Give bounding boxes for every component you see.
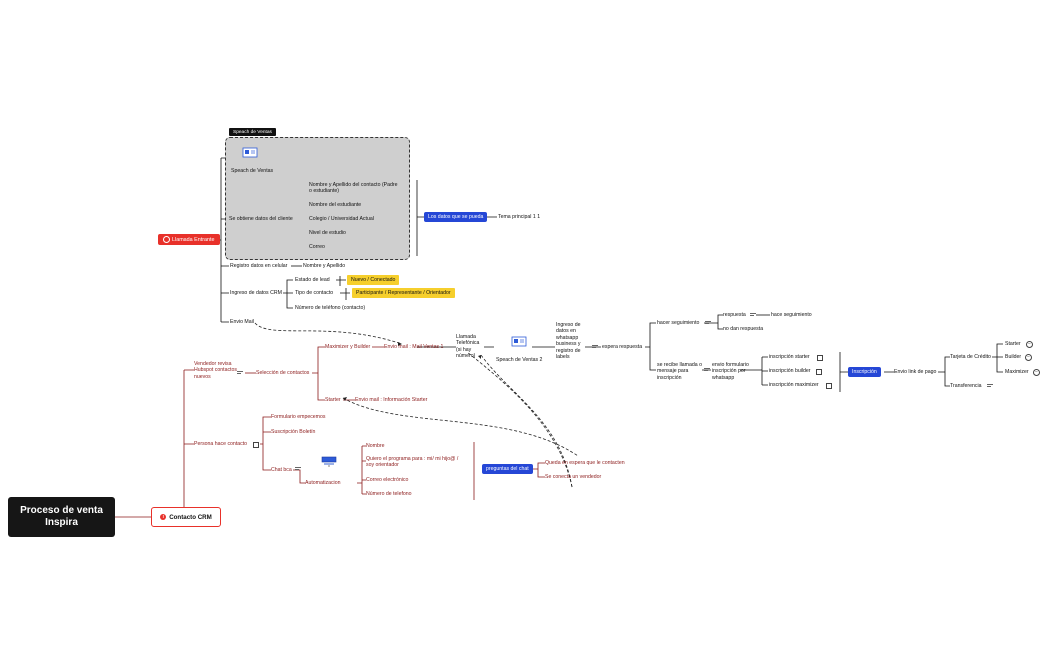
inscripcion-builder-node[interactable]: inscripción builder <box>769 368 811 374</box>
external-link-icon[interactable] <box>253 442 259 448</box>
dato-nombre-contacto[interactable]: Nombre y Apellido del contacto (Padre o … <box>309 182 398 195</box>
external-link-icon[interactable] <box>816 369 822 375</box>
maximizer-builder-node[interactable]: Maximizer y Builder <box>325 344 371 350</box>
inscripcion-starter-node[interactable]: inscripción starter <box>769 354 810 360</box>
estado-lead-node[interactable]: Estado de lead <box>295 277 330 283</box>
dato-colegio[interactable]: Colegio / Universidad Actual <box>309 216 374 222</box>
vendedor-node[interactable]: Vendedor revisa Hubspot contactos nuevos <box>194 361 237 380</box>
collapse-icon[interactable]: − <box>1025 354 1032 361</box>
note-icon <box>237 371 244 376</box>
hace-seguimiento-node[interactable]: hace seguimiento <box>771 312 812 318</box>
formulario-node[interactable]: Formulario empecemos <box>271 414 326 420</box>
collapse-icon[interactable]: − <box>1033 369 1040 376</box>
estado-lead-pill[interactable]: Nuevo / Conectado <box>347 275 400 285</box>
contacto-crm-node[interactable]: ! Contacto CRM <box>151 507 221 527</box>
llamada-telefonica-node[interactable]: Llamada Telefónica (si hay número) <box>456 334 480 360</box>
campo-programa[interactable]: Quiero el programa para : mi/ mi hijo@ /… <box>366 456 459 469</box>
tarjeta-credito-node[interactable]: Tarjeta de Crédito <box>950 354 991 360</box>
note-icon <box>705 321 712 326</box>
plan-builder-node[interactable]: Builder <box>1005 354 1022 360</box>
respuesta-node[interactable]: respuesta <box>723 312 746 318</box>
obtiene-datos-node[interactable]: Se obtiene datos del cliente <box>229 216 293 222</box>
seleccion-node[interactable]: Selección de contactos <box>256 370 310 376</box>
speach-ventas-2-node[interactable]: Speach de Ventas 2 <box>496 357 543 363</box>
dato-correo[interactable]: Correo <box>309 244 325 250</box>
note-icon <box>295 467 302 472</box>
presentation-icon <box>511 336 527 347</box>
persona-contacto-node[interactable]: Persona hace contacto <box>194 441 248 447</box>
envio-mail-starter-node[interactable]: Envio mail : Información Starter <box>355 397 428 403</box>
note-icon <box>987 384 994 389</box>
tipo-contacto-node[interactable]: Tipo de contacto <box>295 290 334 296</box>
dato-nivel[interactable]: Nivel de estudio <box>309 230 346 236</box>
envio-mail-node[interactable]: Envio Mail <box>230 319 254 325</box>
automation-icon <box>321 456 337 467</box>
transferencia-node[interactable]: Transferencia <box>950 383 982 389</box>
collapse-icon[interactable]: − <box>1026 341 1033 348</box>
tema-principal-node[interactable]: Tema principal 1 1 <box>498 214 541 220</box>
automatizacion-node[interactable]: Automatizacion <box>305 480 341 486</box>
registro-celular-node[interactable]: Registro datos en celular <box>230 263 288 269</box>
preguntas-chat-pill[interactable]: preguntas del chat <box>482 464 533 474</box>
root-title: Proceso de venta Inspira <box>20 505 103 528</box>
chat-bca-node[interactable]: Chat bca <box>271 467 292 473</box>
llamada-entrante-pill[interactable]: Llamada Entrante <box>158 234 220 245</box>
note-icon <box>592 345 599 350</box>
conecta-vendedor-node[interactable]: Se conecta un vendedor <box>545 474 602 480</box>
campo-nombre[interactable]: Nombre <box>366 443 385 449</box>
boletin-node[interactable]: Suscripción Boletín <box>271 429 316 435</box>
envio-link-pago-node[interactable]: Envio link de pago <box>894 369 937 375</box>
espera-respuesta-node[interactable]: espera respuesta <box>602 344 643 350</box>
llamada-entrante-label: Llamada Entrante <box>172 236 215 243</box>
speach-ventas-node[interactable]: Speach de Ventas <box>231 168 274 174</box>
phone-icon <box>163 236 170 243</box>
presentation-icon <box>242 147 258 158</box>
dato-nombre-estudiante[interactable]: Nombre del estudiante <box>309 202 362 208</box>
ingreso-whatsapp-node[interactable]: Ingreso de datos en whatsapp business y … <box>556 322 581 361</box>
note-icon <box>704 368 711 373</box>
plan-starter-node[interactable]: Starter <box>1005 341 1021 347</box>
datos-que-se-pueda-pill[interactable]: Los datos que se pueda <box>424 212 488 222</box>
se-recibe-node[interactable]: se recibe llamada o mensaje para inscrip… <box>657 362 702 381</box>
starter-node[interactable]: Starter <box>325 397 341 403</box>
external-link-icon[interactable] <box>826 383 832 389</box>
inscripcion-maximizer-node[interactable]: inscripción maximizer <box>769 382 819 388</box>
campo-telefono[interactable]: Número de telefono <box>366 491 412 497</box>
hacer-seguimiento-node[interactable]: hacer seguimiento <box>657 320 700 326</box>
contacto-crm-label: Contacto CRM <box>169 513 212 521</box>
root-node[interactable]: Proceso de venta Inspira <box>8 497 115 537</box>
inscripcion-pill[interactable]: Inscripción <box>848 367 881 377</box>
alert-icon: ! <box>160 514 167 520</box>
note-icon <box>750 313 757 318</box>
ingreso-crm-node[interactable]: Ingreso de datos CRM <box>230 290 282 296</box>
nombre-apellido-node[interactable]: Nombre y Apellido <box>303 263 346 269</box>
envio-formulario-node[interactable]: envio formulario inscripción por whatsap… <box>712 362 749 381</box>
telefono-contacto-node[interactable]: Número de teléfono (contacto) <box>295 305 366 311</box>
plan-maximizer-node[interactable]: Maximizer <box>1005 369 1029 375</box>
campo-correo[interactable]: Correo electrónico <box>366 477 409 483</box>
no-dan-respuesta-node[interactable]: no dan respuesta <box>723 326 764 332</box>
speach-group-tag: Speach de Ventas <box>229 128 276 136</box>
external-link-icon[interactable] <box>817 355 823 361</box>
espera-contacto-node[interactable]: Queda en espera que le contacten <box>545 460 625 466</box>
envio-mail-ventas-node[interactable]: Envio mail : Mail Ventas 1 <box>384 344 444 350</box>
speach-group-boundary <box>225 137 410 260</box>
tipo-contacto-pill[interactable]: Participante / Representante / Orientado… <box>352 288 455 298</box>
